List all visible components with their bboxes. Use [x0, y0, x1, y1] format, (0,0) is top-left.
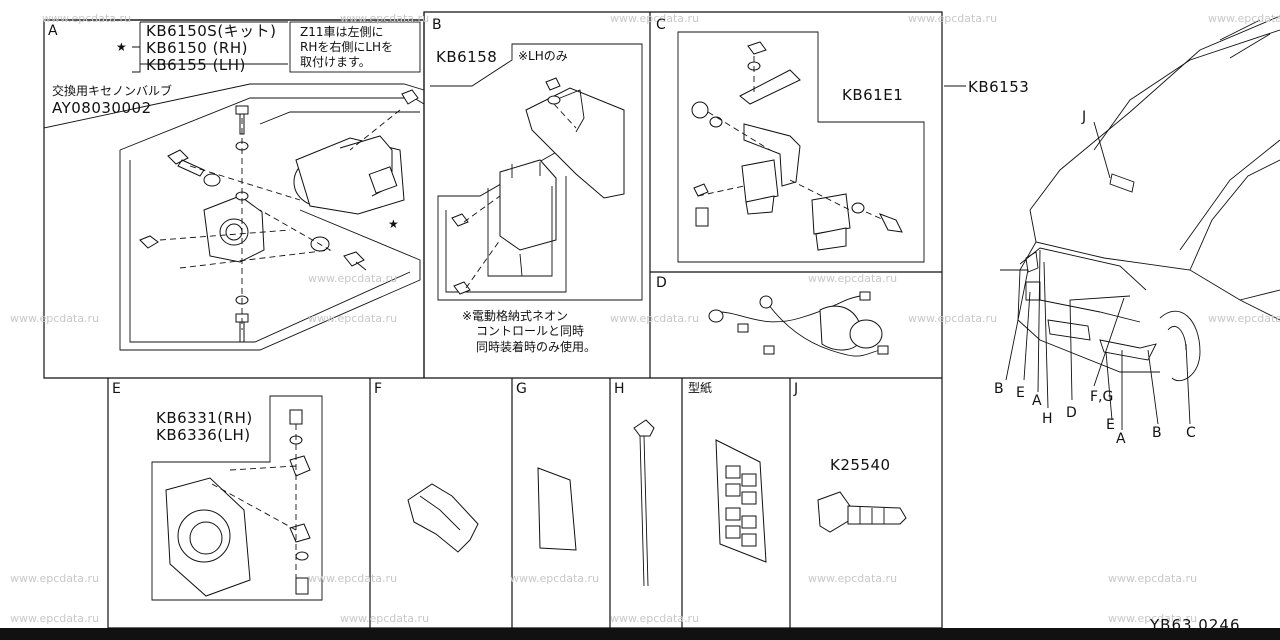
section-h-letter: H — [614, 381, 625, 397]
watermark: www.epcdata.ru — [340, 612, 430, 625]
car-callout-c: C — [1186, 425, 1196, 441]
section-a-star-mark: ★ — [388, 217, 399, 231]
watermark: www.epcdata.ru — [1108, 612, 1198, 625]
section-g-letter: G — [516, 381, 527, 397]
section-a-rh-part: KB6150 (RH) — [146, 39, 248, 57]
watermark: www.epcdata.ru — [10, 572, 100, 585]
section-b-lh-only: ※LHのみ — [518, 49, 568, 63]
watermark: www.epcdata.ru — [1208, 12, 1280, 25]
watermark: www.epcdata.ru — [308, 312, 398, 325]
section-e-rh-part: KB6331(RH) — [156, 409, 253, 427]
bottom-bar — [0, 628, 1280, 640]
section-d-letter: D — [656, 275, 667, 291]
watermark: www.epcdata.ru — [1208, 312, 1280, 325]
watermark: www.epcdata.ru — [308, 272, 398, 285]
section-j-part: K25540 — [830, 456, 891, 474]
car-callout-e2: E — [1106, 417, 1115, 433]
section-a-bulb-label: 交換用キセノンバルブ — [52, 84, 173, 98]
car-callout-b2: B — [1152, 425, 1162, 441]
section-a-z11-note-line1: Z11車は左側に — [300, 25, 384, 39]
watermark: www.epcdata.ru — [308, 572, 398, 585]
watermark: www.epcdata.ru — [10, 312, 100, 325]
section-a-bulb-part: AY08030002 — [52, 99, 152, 117]
section-a-z11-note-line3: 取付けます。 — [300, 55, 371, 69]
car-callout-j: J — [1082, 109, 1087, 125]
section-a-lh-part: KB6155 (LH) — [146, 56, 246, 74]
section-f-letter: F — [374, 381, 383, 397]
watermark: www.epcdata.ru — [908, 12, 998, 25]
car-callout-e: E — [1016, 385, 1025, 401]
section-b-part: KB6158 — [436, 48, 498, 66]
watermark: www.epcdata.ru — [808, 572, 898, 585]
car-callout-a2: A — [1116, 431, 1126, 447]
section-j-letter: J — [794, 381, 799, 397]
template-label: 型紙 — [688, 381, 713, 395]
section-b-letter: B — [432, 17, 442, 33]
section-c-part: KB61E1 — [842, 86, 904, 104]
car-callout-h: H — [1042, 411, 1053, 427]
section-b-note-line1: ※電動格納式ネオン — [462, 309, 569, 323]
watermark: www.epcdata.ru — [610, 612, 700, 625]
section-a-kit-part: KB6150S(キット) — [146, 22, 277, 40]
watermark: www.epcdata.ru — [510, 572, 600, 585]
watermark: www.epcdata.ru — [10, 612, 100, 625]
section-e-letter: E — [112, 381, 121, 397]
watermark: www.epcdata.ru — [908, 312, 998, 325]
section-a-star: ★ — [116, 40, 128, 54]
watermark: www.epcdata.ru — [340, 12, 430, 25]
watermark: www.epcdata.ru — [610, 12, 700, 25]
car-callout-a: A — [1032, 393, 1042, 409]
watermark: www.epcdata.ru — [610, 312, 700, 325]
car-callout-d: D — [1066, 405, 1077, 421]
section-b-note-line3: 同時装着時のみ使用。 — [476, 340, 597, 354]
main-part-label: KB6153 — [968, 78, 1030, 96]
watermark: www.epcdata.ru — [42, 12, 132, 25]
section-a-letter: A — [48, 23, 58, 39]
section-a-z11-note-line2: RHを右側にLHを — [300, 40, 394, 54]
section-c-letter: C — [656, 17, 666, 33]
car-callout-fg: F,G — [1090, 389, 1114, 405]
car-callout-b: B — [994, 381, 1004, 397]
section-e-lh-part: KB6336(LH) — [156, 426, 251, 444]
watermark: www.epcdata.ru — [808, 272, 898, 285]
watermark: www.epcdata.ru — [1108, 572, 1198, 585]
section-b-note-line2: コントロールと同時 — [476, 324, 585, 338]
